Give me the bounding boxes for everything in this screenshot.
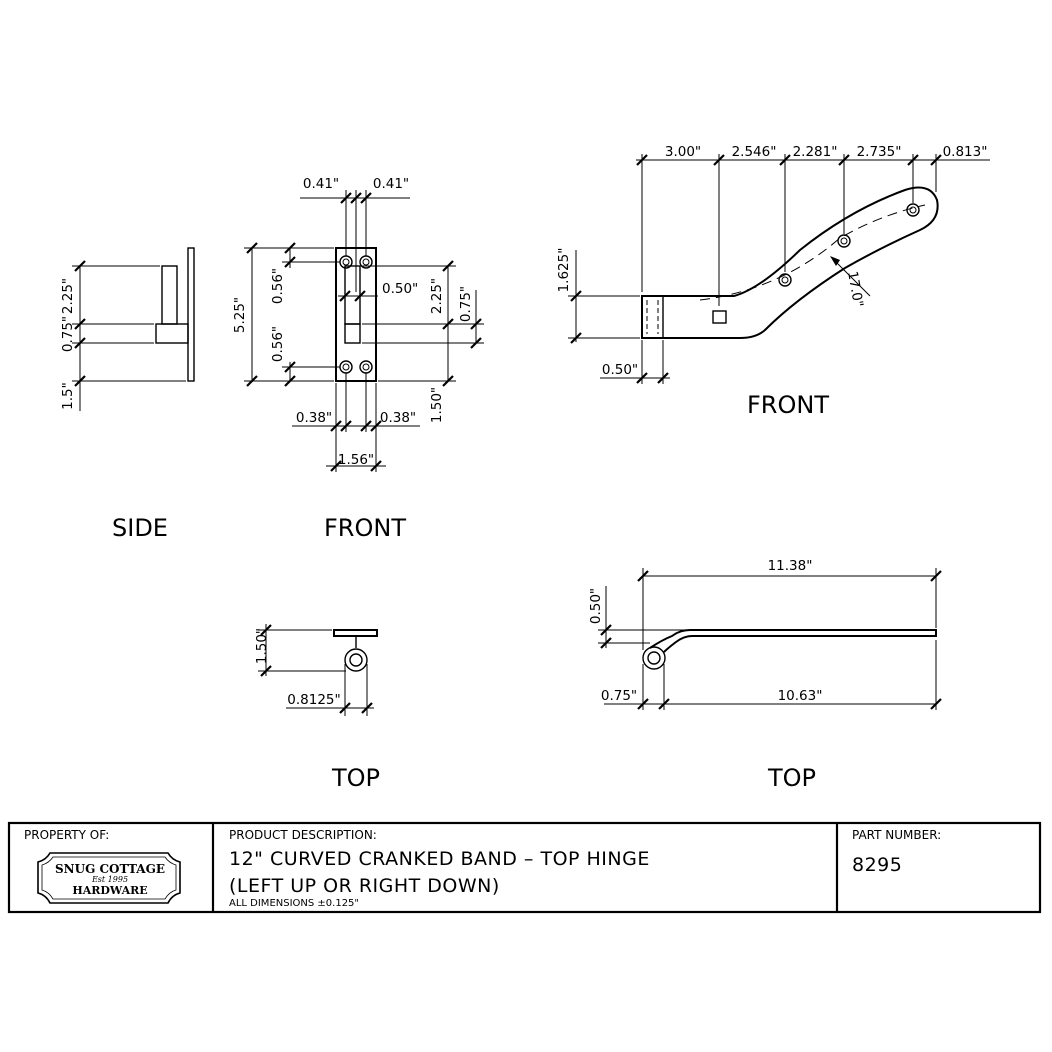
dim-d4: 2.735" — [857, 144, 902, 160]
dim-upper-spacing: 0.56" — [270, 268, 286, 304]
top-plate — [333, 629, 378, 637]
dim-slot-width: 0.50" — [382, 281, 418, 297]
front-knuckle — [344, 323, 361, 344]
side-dim-1-5: 1.5" — [60, 382, 76, 410]
strap-top-knuckle-outer — [642, 646, 666, 670]
dim-lower-spacing: 0.56" — [270, 326, 286, 362]
logo-line3: HARDWARE — [72, 884, 147, 897]
side-knuckle — [155, 323, 189, 344]
strap-outline — [641, 186, 939, 339]
dim-d5: 0.813" — [943, 144, 988, 160]
property-label: PROPERTY OF: — [24, 828, 109, 842]
top-knuckle-outer — [344, 648, 368, 672]
logo-line2: Est 1995 — [91, 875, 128, 884]
strap-top-outline — [649, 629, 937, 653]
strap-hole-2 — [837, 234, 851, 248]
front-view-plate: 0.41" 0.41" 5.25" 0.56" 0.56" 0.50" — [232, 176, 484, 542]
side-pin — [161, 265, 178, 325]
part-number-label: PART NUMBER: — [852, 828, 941, 842]
dim-overall-height: 5.25" — [232, 297, 248, 333]
top-right-view-label: TOP — [767, 764, 816, 792]
dim-right-upper: 2.25" — [429, 278, 445, 314]
dim-top-right-0-41: 0.41" — [373, 176, 409, 192]
dim-angle: 17.0" — [844, 270, 866, 309]
dim-top-height: 1.50" — [254, 628, 270, 664]
top-knuckle-inner — [349, 653, 363, 667]
dim-top-left-0-41: 0.41" — [303, 176, 339, 192]
top-left-view-label: TOP — [331, 764, 380, 792]
side-view: 2.25" 0.75" 1.5" SIDE — [60, 247, 195, 542]
front-left-view-label: FRONT — [324, 514, 406, 542]
tolerance-note: ALL DIMENSIONS ±0.125" — [229, 898, 359, 909]
strap-top-knuckle-inner — [647, 651, 661, 665]
description-line2: (LEFT UP OR RIGHT DOWN) — [229, 875, 500, 897]
title-block: PROPERTY OF: SNUG COTTAGE Est 1995 HARDW… — [7, 821, 1042, 914]
side-plate — [187, 247, 195, 382]
barrel — [641, 295, 664, 339]
dim-top-offset: 0.8125" — [287, 692, 340, 708]
dim-overall-length: 11.38" — [768, 558, 813, 574]
front-right-view-label: FRONT — [747, 391, 829, 419]
dim-d1: 3.00" — [665, 144, 701, 160]
dim-barrel-thickness: 0.50" — [602, 362, 638, 378]
strap-hole-1 — [778, 273, 792, 287]
dim-barrel-diameter: 0.75" — [601, 688, 637, 704]
dim-d3: 2.281" — [793, 144, 838, 160]
part-number: 8295 — [852, 854, 902, 876]
dim-right-lower: 1.50" — [429, 387, 445, 423]
dim-strap-height: 1.625" — [556, 248, 572, 293]
dim-bottom-right-0-38: 0.38" — [380, 410, 416, 426]
dim-plate-width: 1.56" — [338, 452, 374, 468]
dim-d2: 2.546" — [732, 144, 777, 160]
top-view-plate: 1.50" 0.8125" TOP — [254, 624, 380, 792]
side-view-label: SIDE — [112, 514, 168, 542]
side-dim-0-75: 0.75" — [60, 316, 76, 352]
dim-crank-offset: 0.50" — [588, 588, 604, 624]
dim-right-mid: 0.75" — [458, 286, 474, 322]
description-line1: 12" CURVED CRANKED BAND – TOP HINGE — [229, 848, 650, 870]
description-label: PRODUCT DESCRIPTION: — [229, 828, 377, 842]
company-logo: SNUG COTTAGE Est 1995 HARDWARE — [37, 852, 181, 904]
front-view-strap: 3.00" 2.546" 2.281" 2.735" 0.813" 1.625"… — [556, 144, 990, 419]
dim-strap-length: 10.63" — [778, 688, 823, 704]
strap-hole-3 — [906, 203, 920, 217]
top-view-strap: 11.38" 0.50" 0.75" 10.63" TOP — [588, 558, 942, 792]
square-hole — [712, 310, 727, 324]
logo-line1: SNUG COTTAGE — [55, 862, 165, 876]
dim-bottom-left-0-38: 0.38" — [296, 410, 332, 426]
side-dim-2-25: 2.25" — [60, 278, 76, 314]
